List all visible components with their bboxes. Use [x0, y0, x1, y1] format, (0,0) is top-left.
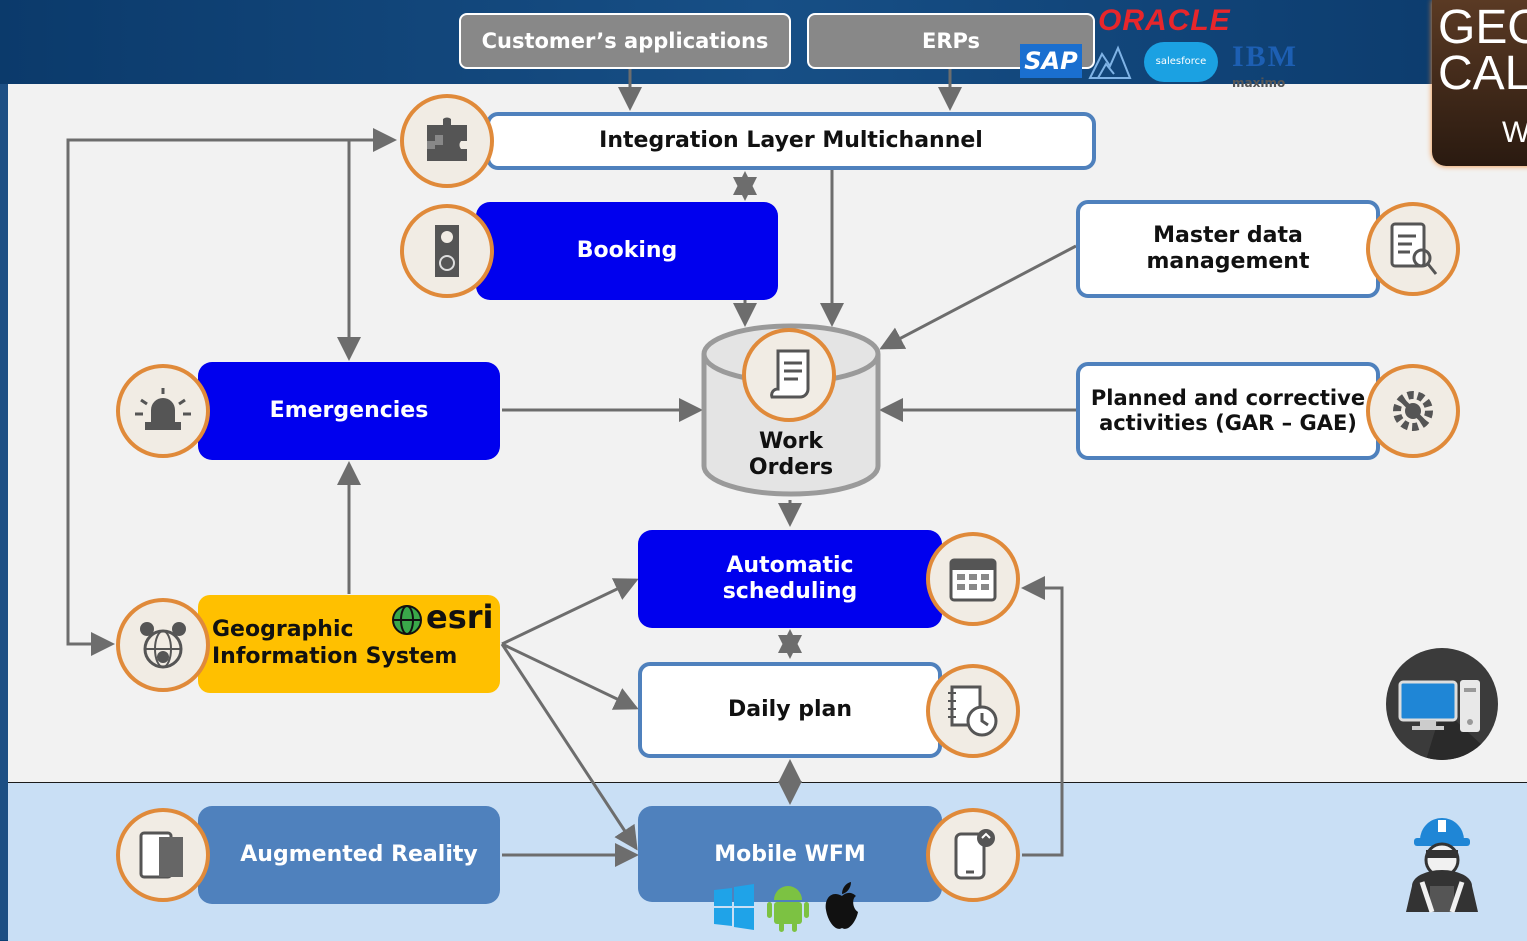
corner-logo-line3: W	[1502, 116, 1527, 149]
gis-box	[198, 595, 500, 693]
corner-logo: GEO CAL W	[1432, 0, 1527, 166]
augmented-reality-box: Augmented Reality	[198, 806, 500, 904]
emergencies-box: Emergencies	[198, 362, 500, 460]
gis-label: Geographic Information System	[212, 617, 458, 669]
daily-plan-box: Daily plan	[638, 662, 942, 758]
mobile-wfm-box: Mobile WFM	[638, 806, 942, 902]
door-hanger-icon	[400, 204, 494, 298]
windows-icon	[714, 884, 754, 930]
integration-layer-box: Integration Layer Multichannel	[486, 112, 1096, 170]
arrow-loop-integration-gis	[66, 128, 397, 656]
calendar-icon	[926, 532, 1020, 626]
apple-icon	[825, 882, 858, 929]
scroll-icon	[742, 328, 836, 422]
planned-activities-box: Planned and corrective activities (GAR –…	[1076, 362, 1380, 460]
arrow-gis-dailyplan	[501, 642, 639, 710]
booking-box: Booking	[476, 202, 778, 300]
desktop-icon	[1386, 648, 1498, 760]
sap-logo: SAP	[1020, 44, 1082, 78]
corner-logo-line1: GEO	[1438, 1, 1527, 54]
siren-icon	[116, 364, 210, 458]
puzzle-icon	[400, 94, 494, 188]
mountain-logo-icon	[1088, 45, 1132, 79]
document-search-icon	[1366, 202, 1460, 296]
corner-logo-line2: CAL	[1438, 47, 1527, 100]
notebook-clock-icon	[926, 664, 1020, 758]
automatic-scheduling-box: Automatic scheduling	[638, 530, 942, 628]
work-orders-label: Work Orders	[748, 429, 834, 480]
master-data-box: Master data management	[1076, 200, 1380, 298]
oracle-logo: ORACLE	[1098, 4, 1231, 37]
worker-icon	[1392, 806, 1492, 918]
arrow-gis-scheduling	[501, 578, 639, 646]
salesforce-logo: salesforce	[1144, 42, 1218, 82]
maximo-logo: maximo	[1232, 76, 1286, 90]
arrow-masterdata-workorders	[879, 244, 1077, 350]
android-icon	[767, 886, 809, 932]
globe-icon	[392, 605, 422, 635]
ibm-logo: IBM	[1232, 40, 1298, 73]
arrow-mobile-scheduling	[1021, 576, 1064, 857]
esri-logo: esri	[426, 598, 494, 636]
customer-apps-box: Customer’s applications	[459, 13, 791, 69]
globe-pins-icon	[116, 598, 210, 692]
arrow-gis-mobile	[500, 643, 638, 851]
phone-icon	[926, 808, 1020, 902]
tablet-icon	[116, 808, 210, 902]
left-edge	[0, 84, 8, 940]
gears-icon	[1366, 364, 1460, 458]
